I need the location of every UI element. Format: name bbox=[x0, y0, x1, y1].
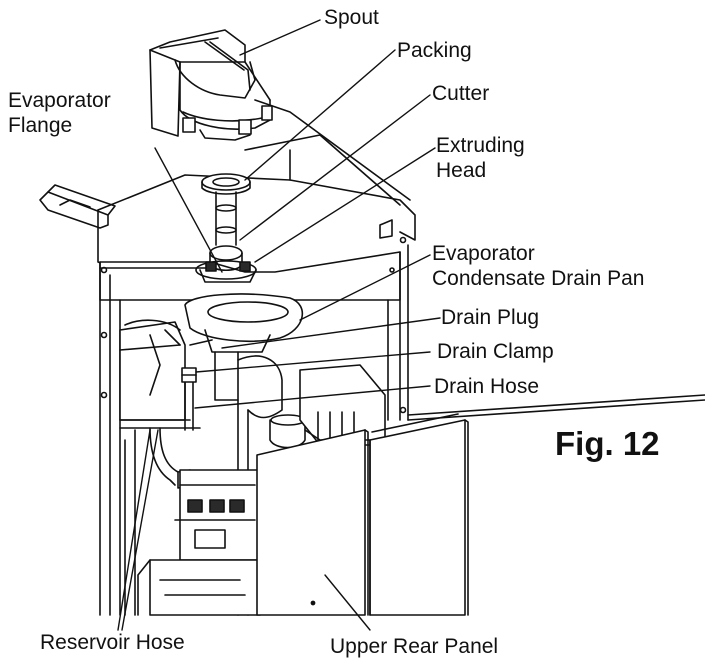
gear-motor bbox=[119, 319, 201, 429]
label-extruding-head-line2: Head bbox=[436, 159, 487, 182]
leader-reservoir-hose-b bbox=[121, 429, 159, 631]
label-upper-rear-panel: Upper Rear Panel bbox=[330, 635, 499, 658]
leader-drain-plug bbox=[221, 317, 441, 349]
leader-reservoir-hose-a bbox=[117, 429, 151, 631]
label-reservoir-hose: Reservoir Hose bbox=[40, 631, 185, 654]
label-cutter: Cutter bbox=[432, 82, 490, 105]
label-condensate-pan-line2: Condensate Drain Pan bbox=[432, 267, 645, 290]
upper-rear-panel bbox=[256, 429, 369, 616]
figure-label: Fig. 12 bbox=[555, 425, 660, 462]
label-drain-clamp: Drain Clamp bbox=[437, 340, 554, 363]
leader-lines bbox=[117, 19, 441, 631]
label-evaporator-flange-line2: Flange bbox=[8, 114, 73, 137]
leader-condensate-pan bbox=[299, 254, 431, 321]
leader-evaporator-flange bbox=[154, 147, 223, 273]
label-drain-hose: Drain Hose bbox=[434, 375, 540, 398]
condensate-drain-pan bbox=[184, 293, 304, 353]
leader-extruding-head bbox=[254, 147, 436, 263]
top-left-bracket bbox=[39, 184, 116, 229]
leader-spout bbox=[239, 19, 321, 56]
leader-drain-hose bbox=[194, 385, 431, 409]
reservoir-block bbox=[299, 364, 386, 446]
lower-pump bbox=[137, 469, 261, 616]
packing bbox=[201, 173, 251, 195]
cutter-shaft bbox=[215, 191, 237, 246]
leader-packing bbox=[244, 49, 396, 181]
label-spout: Spout bbox=[324, 6, 379, 29]
label-drain-plug: Drain Plug bbox=[441, 306, 540, 329]
spout bbox=[149, 29, 273, 141]
label-condensate-pan-line1: Evaporator bbox=[432, 242, 535, 265]
drain-hose bbox=[181, 339, 213, 431]
right-side-panel bbox=[369, 413, 469, 616]
label-packing: Packing bbox=[397, 39, 472, 62]
leader-cutter bbox=[239, 94, 431, 241]
label-extruding-head-line1: Extruding bbox=[436, 134, 525, 157]
extruding-head bbox=[195, 245, 257, 283]
leader-upper-rear-panel bbox=[324, 574, 371, 631]
label-evaporator-flange-line1: Evaporator bbox=[8, 89, 111, 112]
leader-drain-clamp bbox=[195, 351, 431, 373]
